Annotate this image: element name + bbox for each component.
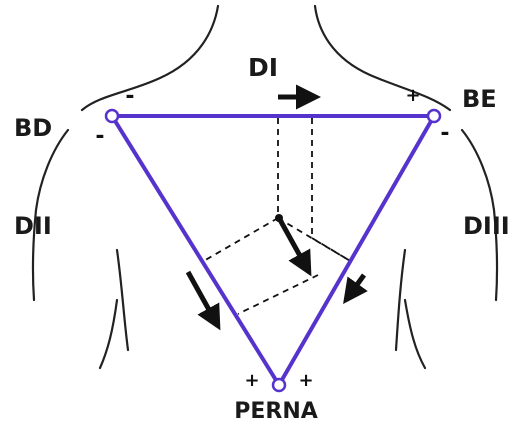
right-arm-label: BD: [14, 114, 52, 142]
polarity-sign: -: [125, 84, 134, 109]
polarity-sign: +: [405, 85, 420, 106]
leg-label: PERNA: [234, 399, 318, 424]
lead-iii-label: DIII: [463, 212, 510, 240]
projection-line: [238, 275, 318, 314]
lead-iii-arrow: [346, 275, 364, 300]
labels: DI BD BE DII DIII PERNA: [14, 53, 510, 424]
right-arm-electrode: [106, 110, 118, 122]
vectors: [188, 97, 364, 326]
polarity-sign: -: [95, 124, 104, 149]
armpit-right: [396, 250, 425, 368]
armpit-left: [100, 250, 128, 368]
left-arm-label: BE: [462, 85, 497, 113]
left-arm-electrode: [428, 110, 440, 122]
leg-electrode: [273, 379, 285, 391]
neck-left: [82, 6, 218, 110]
triangle-outline: [112, 116, 434, 385]
polarity-sign: -: [440, 121, 449, 146]
projection-line: [202, 218, 278, 262]
heart-vector-arrow: [279, 218, 309, 272]
neck-right: [315, 6, 450, 110]
polarity-sign: +: [244, 370, 259, 391]
lead-ii-label: DII: [14, 212, 52, 240]
einthoven-triangle: [106, 110, 440, 391]
polarity-sign: +: [298, 370, 313, 391]
lead-i-label: DI: [248, 53, 278, 82]
